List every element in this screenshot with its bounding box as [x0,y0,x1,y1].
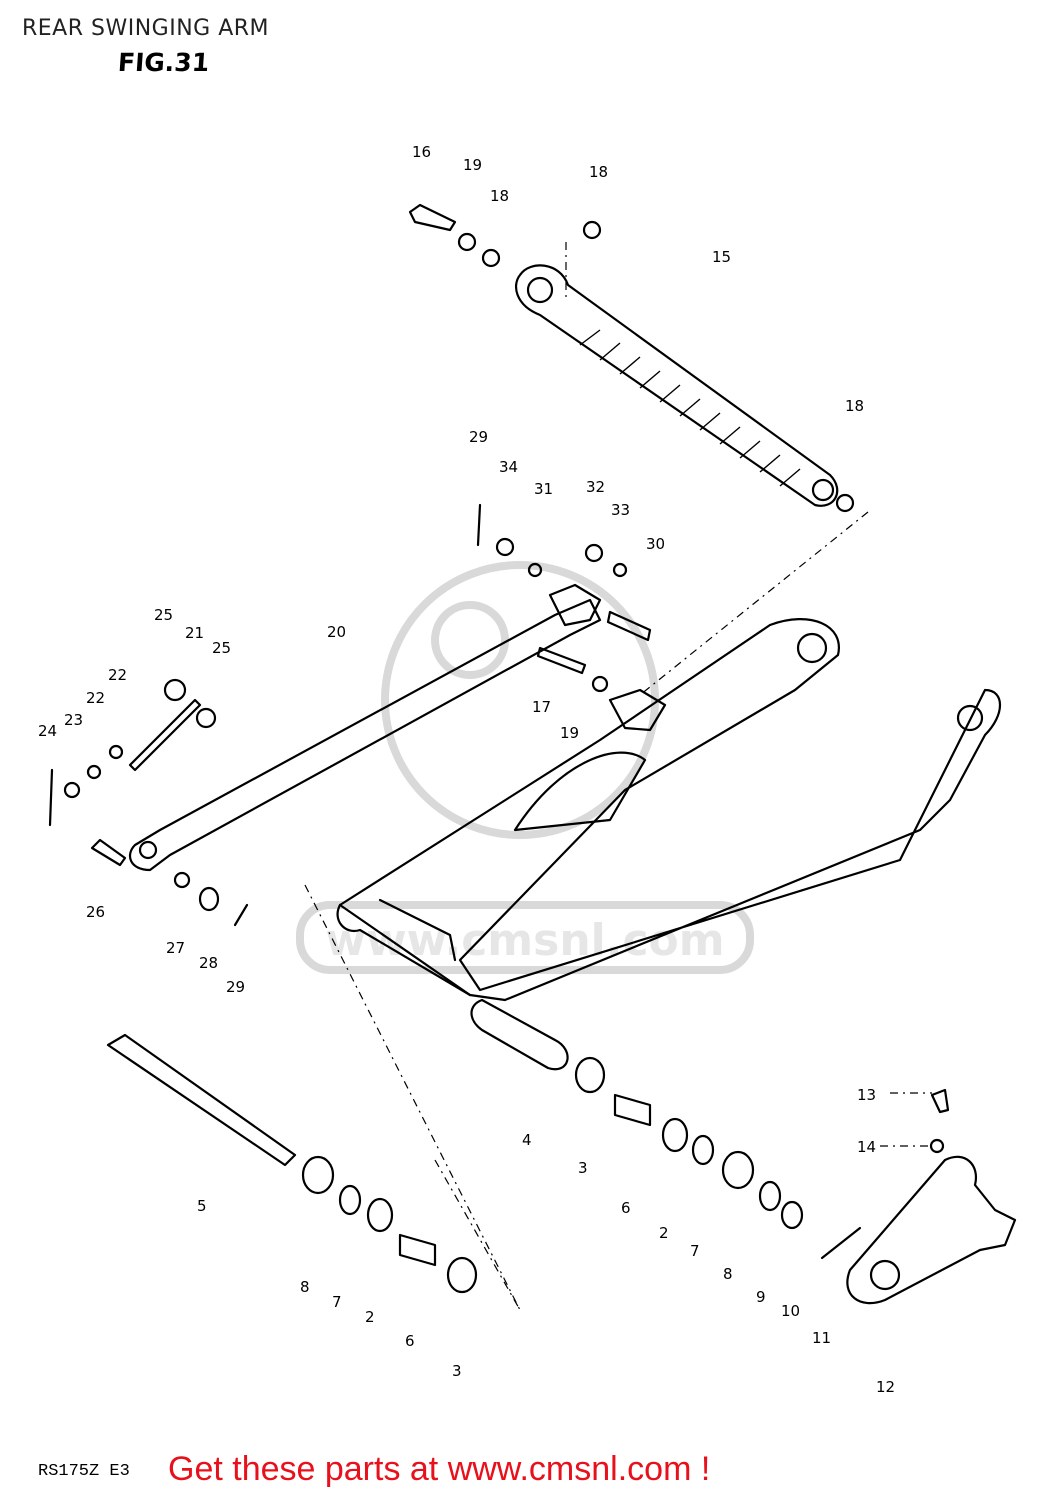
callout-22: 22 [86,689,105,707]
diagram-title: REAR SWINGING ARM [22,16,270,41]
callout-25: 25 [212,639,231,657]
part-number-callouts: 16 19 18 18 15 18 29 34 31 32 33 30 25 2… [38,143,895,1396]
callout-20: 20 [327,623,346,641]
callout-31: 31 [534,480,553,498]
callout-29: 29 [469,428,488,446]
callout-7: 7 [690,1242,700,1260]
callout-3: 3 [452,1362,462,1380]
torque-link [48,503,652,927]
callout-15: 15 [712,248,731,266]
callout-9: 9 [756,1288,766,1306]
callout-33: 33 [611,501,630,519]
callout-18: 18 [589,163,608,181]
callout-28: 28 [199,954,218,972]
callout-18: 18 [845,397,864,415]
upper-shock-mount-hardware [408,203,855,513]
pivot-parts [106,998,804,1294]
callout-2: 2 [659,1224,669,1242]
callout-11: 11 [812,1329,831,1347]
brake-arm [820,1088,1017,1305]
callout-21: 21 [185,624,204,642]
diagram-code: RS175Z E3 [38,1462,130,1481]
callout-3: 3 [578,1159,588,1177]
callout-13: 13 [857,1086,876,1104]
callout-24: 24 [38,722,57,740]
callout-8: 8 [300,1278,310,1296]
callout-4: 4 [522,1131,532,1149]
callout-6: 6 [621,1199,631,1217]
callout-19: 19 [560,724,579,742]
leader-lines [304,242,932,1311]
callout-34: 34 [499,458,518,476]
callout-17: 17 [532,698,551,716]
swing-arm [336,618,1001,1002]
callout-16: 16 [412,143,431,161]
callout-2: 2 [365,1308,375,1326]
callout-27: 27 [166,939,185,957]
callout-22: 22 [108,666,127,684]
callout-14: 14 [857,1138,876,1156]
callout-32: 32 [586,478,605,496]
callout-29: 29 [226,978,245,996]
callout-23: 23 [64,711,83,729]
callout-7: 7 [332,1293,342,1311]
watermark-text: www.cmsnl.com [325,915,724,966]
callout-8: 8 [723,1265,733,1283]
watermark-logo: www.cmsnl.com [296,561,754,974]
callout-19: 19 [463,156,482,174]
shop-link[interactable]: Get these parts at www.cmsnl.com ! [168,1450,711,1488]
callout-30: 30 [646,535,665,553]
callout-25: 25 [154,606,173,624]
callout-10: 10 [781,1302,800,1320]
callout-18: 18 [490,187,509,205]
rear-shock-absorber [515,264,839,507]
callout-6: 6 [405,1332,415,1350]
callout-26: 26 [86,903,105,921]
callout-5: 5 [197,1197,207,1215]
callout-12: 12 [876,1378,895,1396]
